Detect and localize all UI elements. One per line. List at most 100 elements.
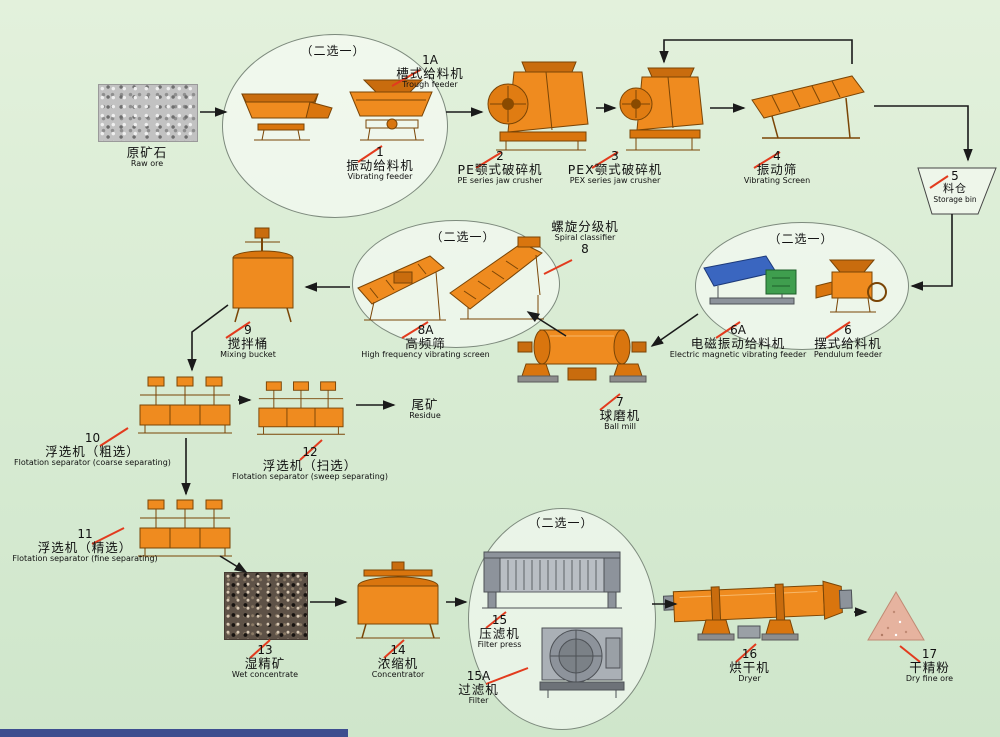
wet-concentrate-photo — [224, 572, 308, 640]
label-number: 3 — [611, 149, 619, 163]
raw-ore-photo — [98, 84, 198, 142]
label-en: Dry fine ore — [905, 674, 954, 684]
label-zh: 球磨机 — [599, 408, 641, 424]
label-filter-press: 15 压滤机 Filter press — [452, 613, 547, 650]
label-zh: 摆式给料机 — [814, 336, 882, 352]
label-number: 6 — [844, 323, 852, 337]
label-mixing-bucket: 9 搅拌桶 Mixing bucket — [198, 323, 298, 360]
label-en: Flotation separator (fine separating) — [12, 554, 158, 564]
label-en: High frequency vibrating screen — [361, 350, 490, 360]
flotation-fine-icon — [132, 498, 237, 560]
label-concentrator: 14 浓缩机 Concentrator — [348, 643, 448, 680]
label-number: 8 — [581, 241, 589, 256]
dryer-icon — [662, 568, 856, 644]
label-number: 5 — [951, 169, 959, 183]
flotation-sweep-icon — [248, 380, 353, 438]
dry-fine-ore-pile-icon — [866, 590, 926, 642]
label-en: Concentrator — [371, 670, 425, 680]
label-flotation-fine: 11 浮选机（精选） Flotation separator (fine sep… — [0, 527, 170, 564]
label-number: 8A — [417, 323, 434, 337]
label-number: 6A — [730, 323, 746, 337]
label-zh: 槽式给料机 — [396, 66, 464, 82]
label-zh: 湿精矿 — [244, 656, 286, 672]
label-en: Ball mill — [604, 422, 636, 432]
label-zh: 搅拌桶 — [227, 336, 269, 352]
label-en: Filter — [468, 696, 489, 706]
label-en: PEX series jaw crusher — [569, 176, 661, 186]
label-number: 1 — [376, 145, 384, 159]
label-zh: 振动给料机 — [346, 158, 414, 174]
label-en: Flotation separator (coarse separating) — [14, 458, 171, 468]
label-dry-fine-ore: 17 干精粉 Dry fine ore — [882, 647, 977, 684]
label-flotation-sweep: 12 浮选机（扫选） Flotation separator (sweep se… — [225, 445, 395, 482]
filter-press-icon — [478, 540, 626, 612]
vibrating-screen-icon — [748, 70, 873, 145]
label-number: 15 — [491, 613, 508, 627]
label-vibrating-screen: 4 振动筛 Vibrating Screen — [722, 149, 832, 186]
label-en: Dryer — [738, 674, 761, 684]
label-en: Mixing bucket — [220, 350, 276, 360]
label-storage-bin: 5 料仓 Storage bin — [912, 169, 998, 204]
label-en: Raw ore — [130, 159, 164, 168]
label-zh: 浮选机（扫选） — [262, 458, 358, 474]
label-number: 17 — [921, 647, 938, 661]
label-en: Residue — [409, 411, 441, 420]
label-en: Spiral classifier — [554, 233, 616, 242]
label-zh: PEX颚式破碎机 — [567, 162, 663, 178]
label-en: Vibrating Screen — [743, 176, 811, 186]
label-zh: PE颚式破碎机 — [457, 162, 543, 178]
spiral-classifier-icon — [448, 235, 550, 323]
drum-filter-icon — [536, 618, 628, 700]
label-zh: 浮选机（精选） — [37, 540, 133, 556]
choice-label: （二选一） — [528, 516, 594, 530]
choice-label: （二选一） — [300, 44, 366, 58]
label-en: Flotation separator (sweep separating) — [232, 472, 388, 482]
label-residue: 尾矿 Residue — [395, 398, 455, 421]
scan-edge-artifact — [0, 729, 348, 737]
label-number: 7 — [616, 395, 624, 409]
label-number: 13 — [257, 643, 273, 657]
concentrator-icon — [352, 561, 444, 642]
label-number: 12 — [302, 445, 318, 459]
label-zh: 浮选机（粗选） — [45, 444, 140, 460]
label-en: Electric magnetic vibrating feeder — [669, 350, 807, 360]
trough-feeder-icon — [240, 88, 340, 143]
label-en: Vibrating feeder — [347, 172, 413, 182]
choice-label: （二选一） — [430, 230, 496, 244]
label-zh: 过滤机 — [458, 682, 499, 698]
label-zh: 电磁振动给料机 — [690, 336, 786, 352]
label-number: 11 — [77, 527, 93, 541]
label-number: 15A — [466, 669, 491, 683]
label-filter: 15A 过滤机 Filter — [436, 669, 521, 706]
label-en: Filter press — [477, 640, 522, 650]
flotation-coarse-icon — [132, 375, 237, 437]
label-zh: 尾矿 — [411, 397, 439, 412]
label-zh: 螺旋分级机 — [551, 219, 619, 234]
label-pex-jaw-crusher: 3 PEX颚式破碎机 PEX series jaw crusher — [555, 149, 675, 186]
label-zh: 振动筛 — [756, 162, 798, 178]
label-wet-concentrate: 13 湿精矿 Wet concentrate — [215, 643, 315, 680]
label-en: Storage bin — [933, 194, 977, 204]
label-number: 16 — [741, 647, 758, 661]
label-en: PE series jaw crusher — [457, 176, 543, 186]
label-en: Pendulum feeder — [813, 350, 883, 360]
label-zh: 浓缩机 — [377, 656, 419, 672]
label-ball-mill: 7 球磨机 Ball mill — [580, 395, 660, 432]
label-en: Trough feeder — [402, 80, 458, 90]
electromagnetic-vibrating-feeder-icon — [702, 248, 802, 314]
label-spiral-classifier: 螺旋分级机 Spiral classifier 8 — [540, 220, 630, 256]
label-zh: 烘干机 — [729, 660, 770, 676]
label-number: 1A — [422, 53, 438, 67]
choice-label: （二选一） — [768, 232, 834, 246]
label-number: 2 — [496, 149, 504, 163]
label-number: 9 — [244, 323, 252, 337]
pex-jaw-crusher-icon — [618, 66, 708, 152]
label-pendulum-feeder: 6 摆式给料机 Pendulum feeder — [798, 323, 898, 360]
label-zh: 高频筛 — [405, 336, 446, 352]
pendulum-feeder-icon — [810, 258, 895, 316]
label-zh: 料仓 — [943, 182, 967, 196]
label-vibrating-feeder: 1 振动给料机 Vibrating feeder — [330, 145, 430, 182]
label-em-vibrating-feeder: 6A 电磁振动给料机 Electric magnetic vibrating f… — [668, 323, 808, 360]
mixing-bucket-icon — [225, 227, 300, 324]
